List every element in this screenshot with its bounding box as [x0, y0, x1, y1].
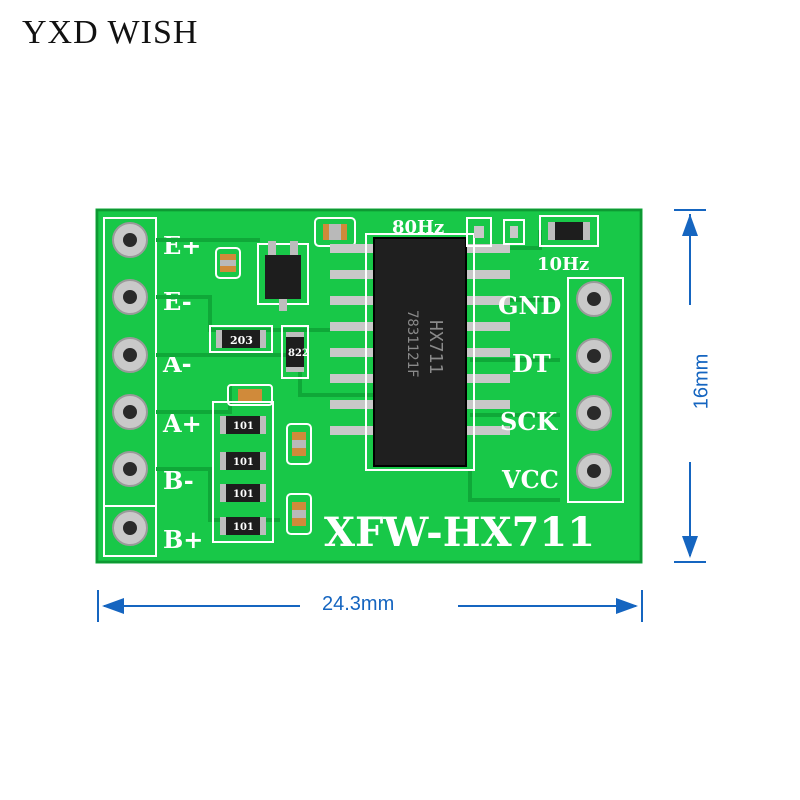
pad-a-minus	[112, 337, 148, 373]
pad-b-plus	[112, 510, 148, 546]
pin-label-sck: SCK	[500, 407, 558, 436]
pin-label-vcc: VCC	[501, 465, 559, 494]
pin-label-gnd: GND	[498, 291, 561, 320]
chip-pins	[330, 244, 510, 435]
height-dimension	[674, 209, 706, 563]
board-title: XFW-HX711	[324, 509, 595, 556]
right-pads	[576, 281, 612, 489]
rate-80hz-label: 80Hz	[392, 217, 444, 238]
height-dimension-label: 16mm	[690, 353, 713, 410]
width-dimension-label: 24.3mm	[322, 593, 395, 615]
pcb-board	[95, 208, 643, 564]
pin-label-e-minus: E-	[163, 287, 192, 316]
chip-marking-2: 7831121F	[404, 310, 420, 377]
smd-component-top-right	[548, 222, 590, 240]
left-pads	[112, 222, 148, 546]
resistor-101-label-4: 101	[233, 522, 254, 533]
pad-sck	[576, 395, 612, 431]
resistor-822-label: 822	[288, 348, 309, 359]
pad-e-plus	[112, 222, 148, 258]
resistor-101-label-2: 101	[233, 457, 254, 468]
resistor-101-label-1: 101	[233, 421, 254, 432]
rate-10hz-label: 10Hz	[537, 254, 589, 275]
pad-gnd	[576, 281, 612, 317]
resistor-203	[216, 330, 266, 348]
pad-e-minus	[112, 279, 148, 315]
resistor-203-label: 203	[230, 334, 253, 347]
pin-label-dt: DT	[512, 349, 551, 378]
pin-label-e-plus: E+	[163, 231, 201, 260]
transistor	[265, 255, 301, 299]
resistor-101-label-3: 101	[233, 489, 254, 500]
resistor-101-group	[220, 416, 266, 535]
pad-b-minus	[112, 451, 148, 487]
width-dimension	[97, 590, 643, 622]
right-header-outline	[567, 277, 624, 503]
chip-marking-1: HX711	[425, 320, 446, 374]
pad-vcc	[576, 453, 612, 489]
brand-logo-text: YXD WISH	[22, 14, 199, 51]
pad-dt	[576, 338, 612, 374]
pin-label-b-plus: B+	[163, 525, 203, 554]
hx711-chip	[373, 237, 467, 467]
resistor-822	[286, 332, 304, 372]
pad-a-plus	[112, 394, 148, 430]
